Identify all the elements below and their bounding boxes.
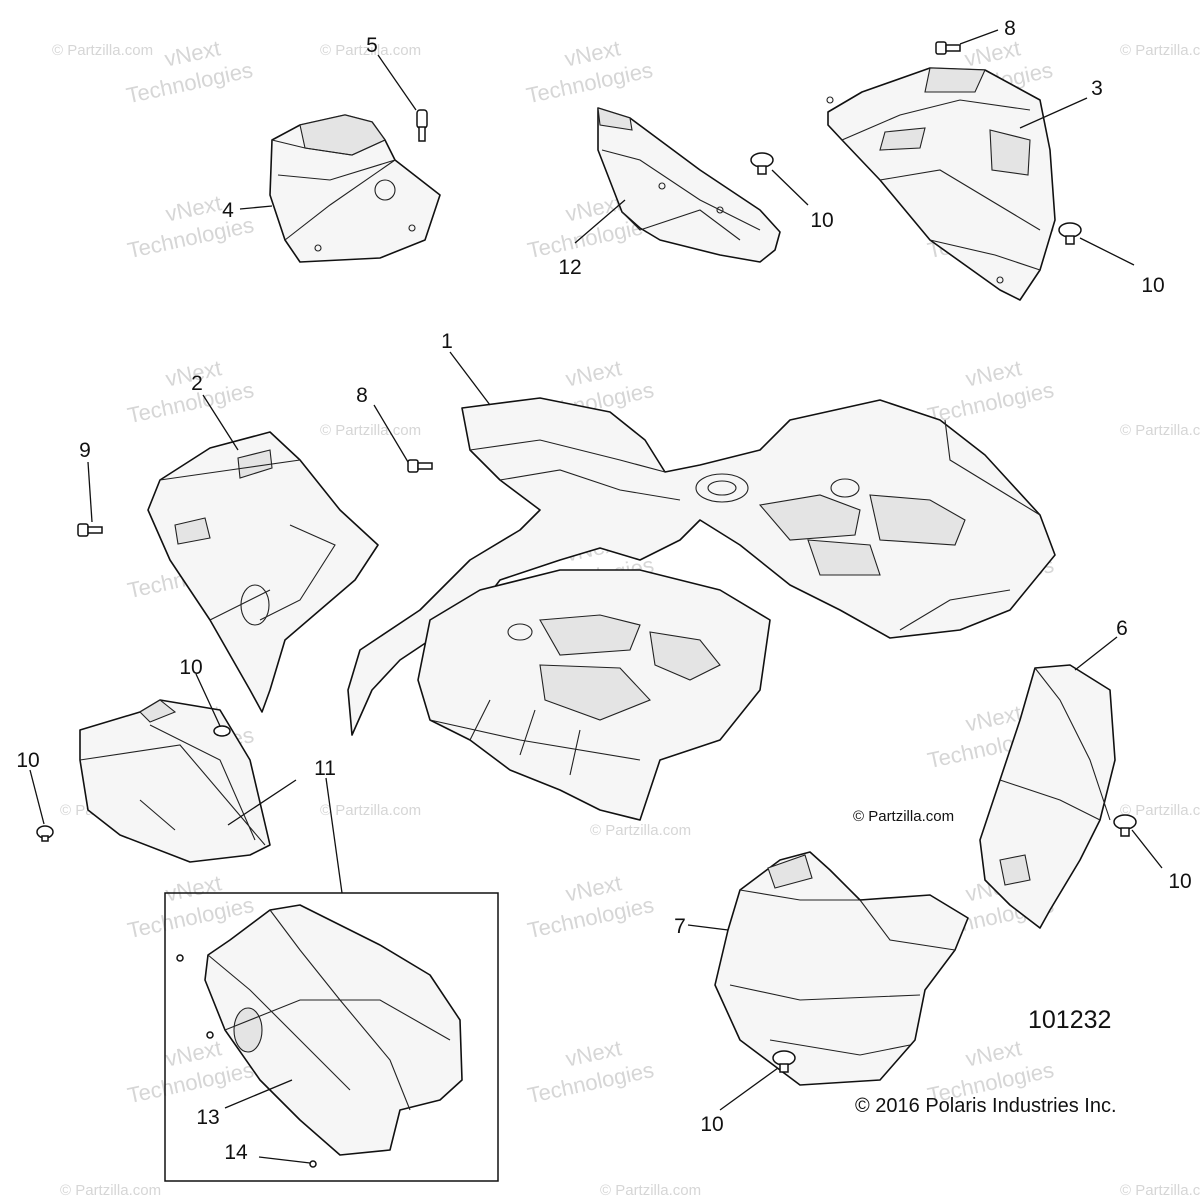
callout-2: 2 [191,372,203,395]
partzilla-watermark: © Partzilla.com [320,422,421,439]
part-7-lower-cover [714,851,969,1086]
leader-lines [29,29,1163,1164]
callout-14: 14 [224,1141,248,1164]
push-rivet-icon [36,825,54,842]
callout-7: 7 [674,915,686,938]
callouts: 1 2 3 4 5 6 7 8 8 9 10 10 10 10 10 10 11… [16,17,1191,1164]
partzilla-watermark: © Partzilla.com [320,42,421,59]
part-12-side-panel [597,107,781,263]
callout-1: 1 [441,330,453,353]
callout-13: 13 [196,1106,219,1129]
drawing-number: 101232 [1028,1006,1111,1034]
part-13-inner-panel [204,904,463,1156]
copyright-notice: © 2016 Polaris Industries Inc. [855,1095,1117,1117]
bolt-icon [935,41,961,55]
callout-8: 8 [1004,17,1016,40]
callout-10: 10 [179,656,202,679]
callout-10: 10 [1168,870,1191,893]
screw-icon [416,109,428,142]
detail-inset-box [164,892,499,1182]
callout-10: 10 [810,209,833,232]
push-rivet-icon [1058,222,1082,245]
part-2-left-footwell [147,431,379,713]
callout-5: 5 [366,34,378,57]
callout-6: 6 [1116,617,1128,640]
callout-9: 9 [79,439,91,462]
callout-10: 10 [1141,274,1164,297]
partzilla-watermark: © Partzilla.com [52,42,153,59]
partzilla-watermark: © Partzilla.com [60,1182,161,1199]
callout-12: 12 [558,256,581,279]
partzilla-watermark: © Partzilla.com [1120,1182,1200,1199]
partzilla-watermark: © Partzilla.com [320,802,421,819]
partzilla-watermark: © Partzilla.com [590,822,691,839]
screw-icon [176,954,184,962]
callout-4: 4 [222,199,234,222]
screw-icon [206,1031,214,1039]
partzilla-notice: © Partzilla.com [853,808,954,825]
push-rivet-icon [1113,814,1137,837]
part-11-lower-panel [79,699,271,863]
partzilla-watermark: © Partzilla.com [1120,42,1200,59]
bolt-icon [77,523,103,537]
callout-8: 8 [356,384,368,407]
partzilla-watermark: © Partzilla.com [1120,802,1200,819]
fasteners [36,41,1137,1168]
callout-11: 11 [314,757,336,780]
partzilla-watermark: © Partzilla.com [1120,422,1200,439]
push-rivet-icon [772,1050,796,1073]
callout-10: 10 [16,749,39,772]
push-rivet-icon [750,152,774,175]
part-3-right-cover [826,67,1056,301]
part-4-front-cover [269,114,441,263]
partzilla-watermark: © Partzilla.com [600,1182,701,1199]
screw-icon [309,1160,317,1168]
part-6-right-footwell [979,664,1116,929]
callout-10: 10 [700,1113,723,1136]
part-1-main-fender [347,397,1056,821]
bolt-icon [407,459,433,473]
push-rivet-icon [213,725,231,737]
callout-3: 3 [1091,77,1103,100]
